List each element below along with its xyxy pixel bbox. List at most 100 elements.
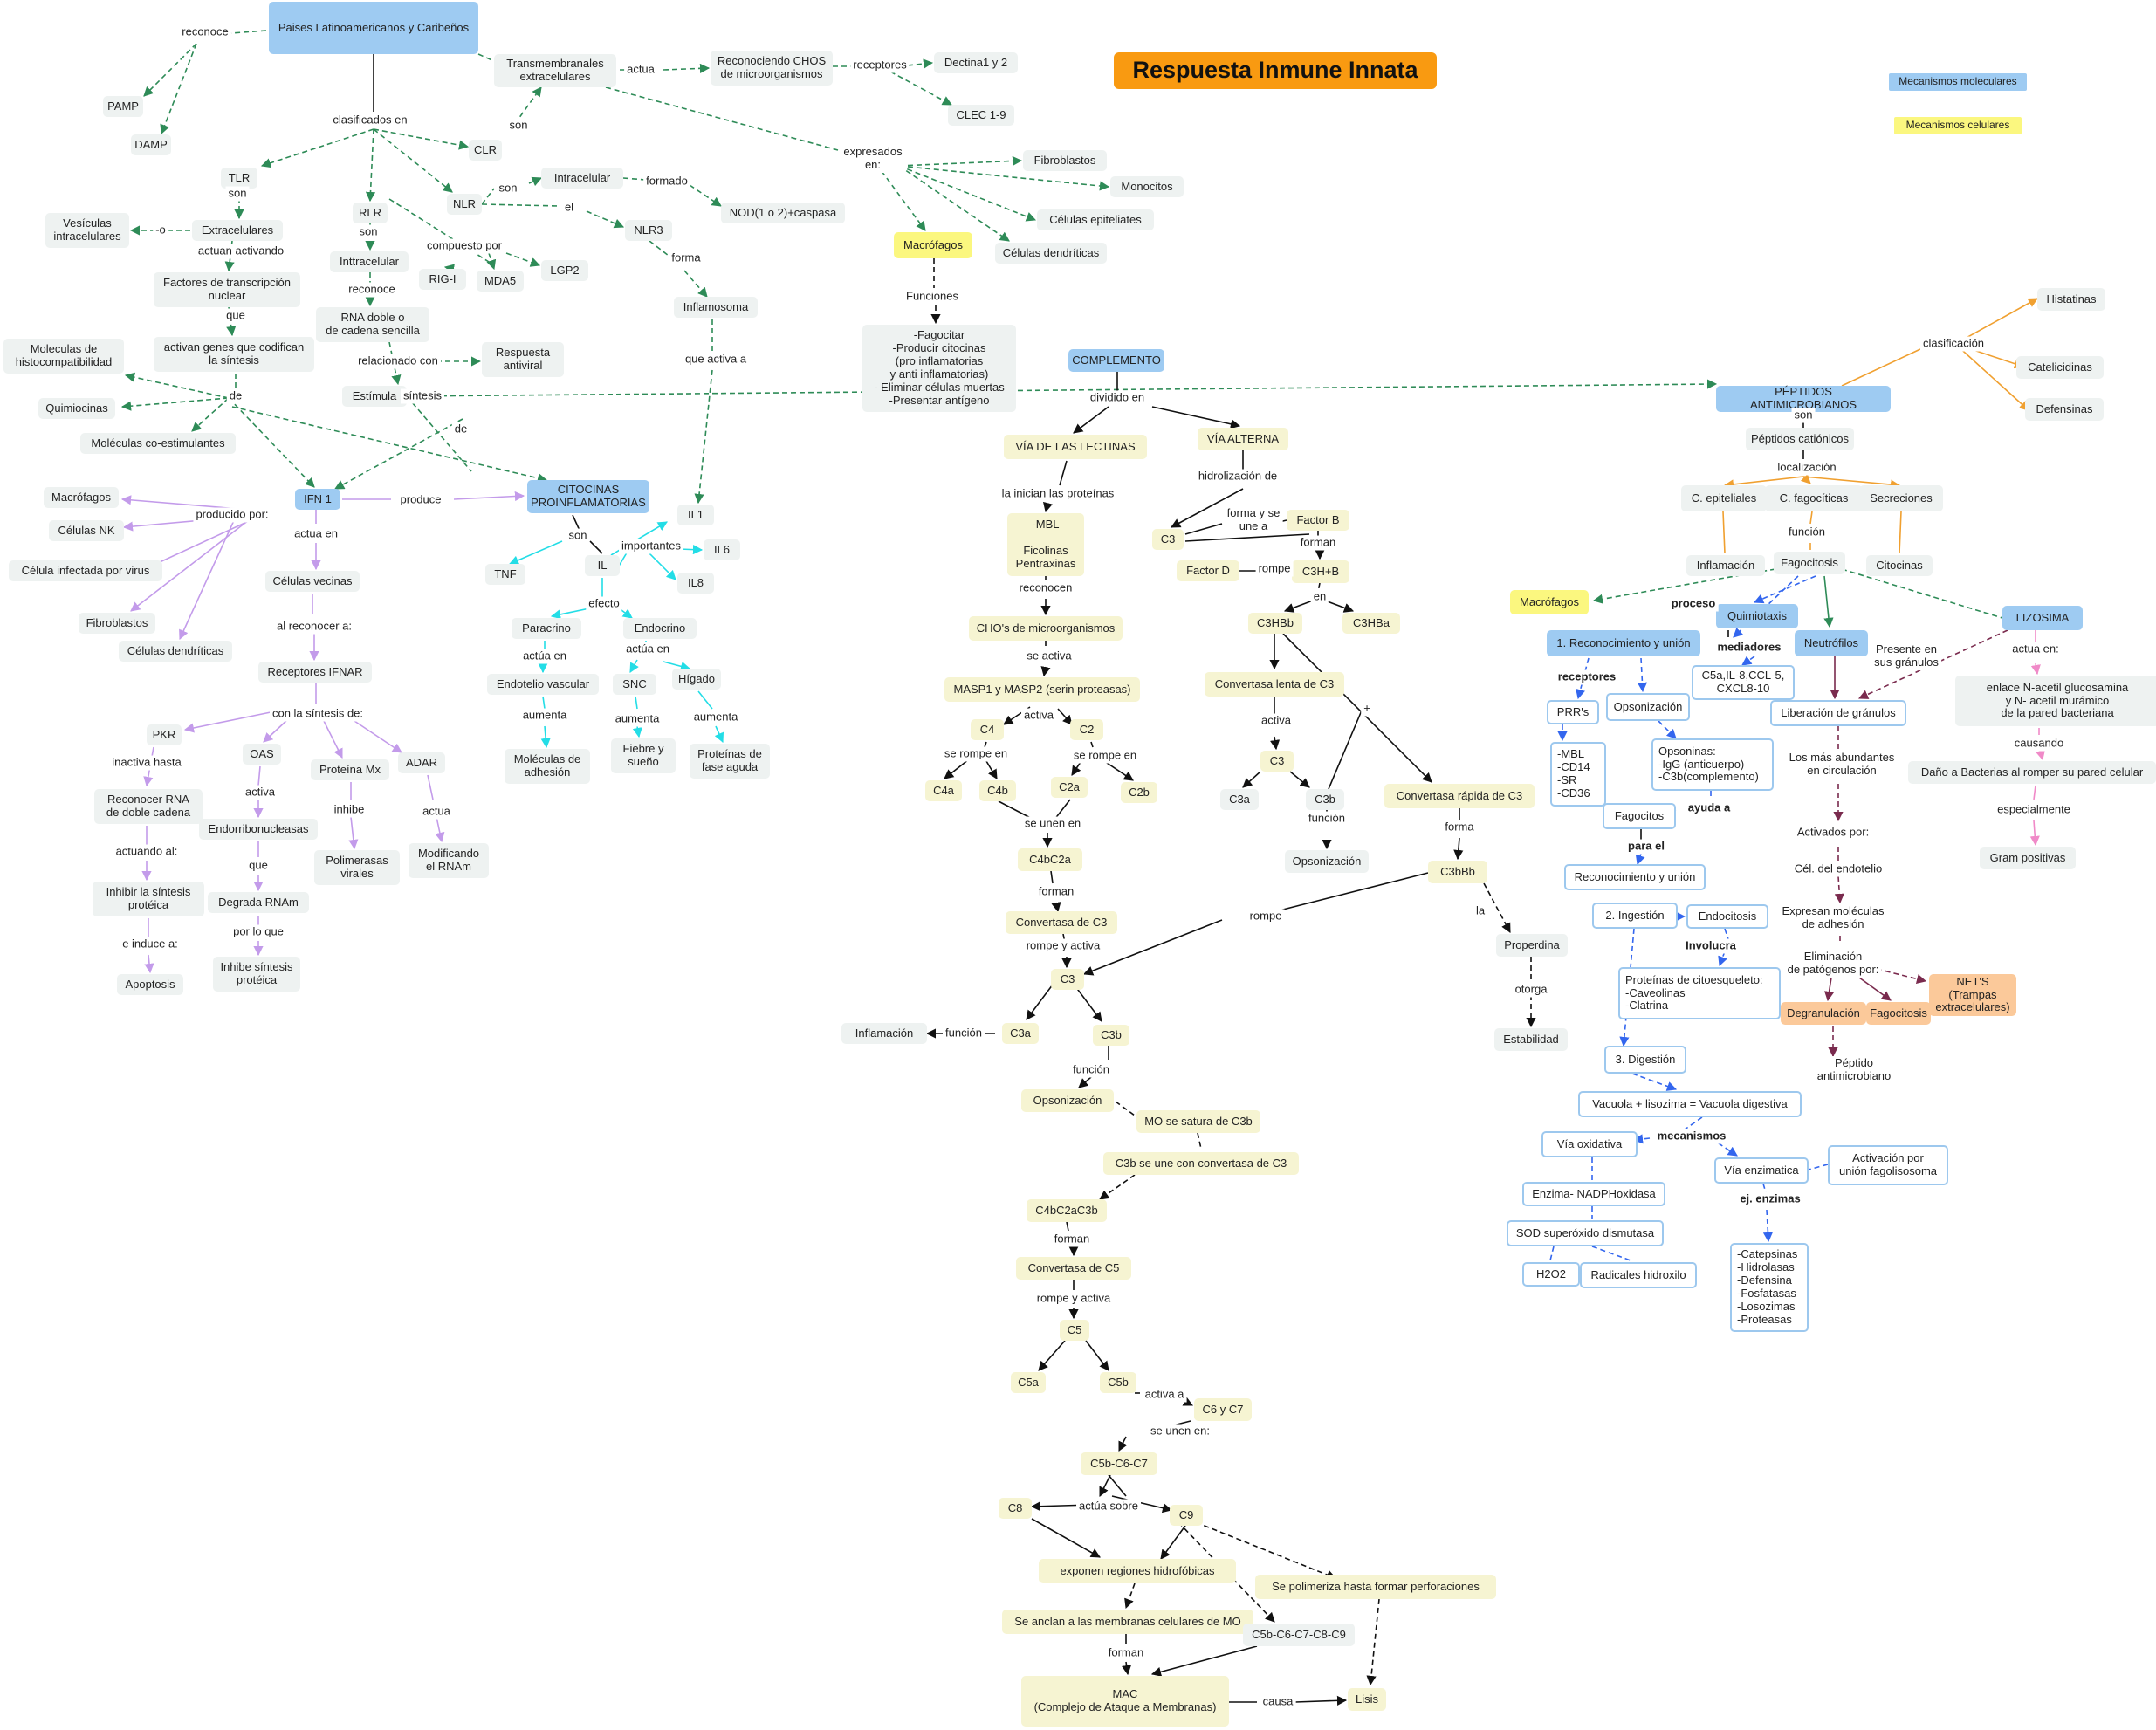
concept-node-73: CHO's de microorganismos [969, 616, 1123, 641]
concept-node-157: Liberación de gránulos [1770, 700, 1906, 726]
link-label-62: forman [1105, 1645, 1147, 1661]
connector-175 [1283, 600, 1314, 613]
concept-node-37: Macrófagos [44, 487, 119, 508]
concept-node-10: Extracelulares [192, 220, 283, 241]
connector-244 [1858, 977, 1892, 1001]
connector-101 [629, 659, 639, 673]
concept-node-34: Macrófagos [894, 232, 972, 258]
connector-14 [373, 128, 453, 193]
connector-1 [230, 30, 267, 34]
link-label-81: receptores [1555, 669, 1619, 685]
concept-node-86: C3b [1093, 1025, 1129, 1046]
link-label-56: función [1070, 1062, 1112, 1078]
link-label-19: el [561, 200, 577, 216]
connector-68 [263, 718, 289, 743]
connector-4 [477, 53, 495, 62]
connector-164 [1294, 1695, 1348, 1706]
connector-84 [427, 774, 434, 800]
link-label-48: se activa [1024, 649, 1075, 664]
link-label-86: mecanismos [1654, 1129, 1729, 1144]
link-label-66: forman [1297, 535, 1339, 551]
concept-node-142: Fagocitos [1603, 803, 1676, 829]
connector-181 [1242, 771, 1261, 788]
connector-85 [435, 816, 445, 843]
link-label-39: efecto [586, 596, 622, 612]
concept-node-158: Degranulación [1781, 1002, 1866, 1025]
link-label-6: son [225, 186, 250, 202]
connector-40 [683, 270, 708, 298]
link-label-34: por lo que [230, 924, 286, 940]
connector-69 [322, 718, 343, 759]
concept-node-140: C5a,IL-8,CCL-5, CXCL8-10 [1692, 665, 1795, 700]
connector-183 [1328, 710, 1363, 790]
concept-node-127: C. fagocíticas [1765, 485, 1863, 511]
link-label-1: reconoce [179, 24, 231, 40]
concept-node-148: Vacuola + lisozima = Vacuola digestiva [1578, 1091, 1802, 1117]
connector-145 [1085, 1340, 1109, 1371]
concept-node-49: Endorribonucleasas [199, 819, 318, 840]
link-label-87: ej. enzimas [1737, 1191, 1803, 1207]
connector-131 [1026, 984, 1054, 1020]
link-label-37: son [566, 528, 590, 544]
concept-node-152: Enzima- NADPHoxidasa [1522, 1182, 1665, 1206]
concept-node-84: C3a [1002, 1023, 1039, 1044]
link-label-78: localización [1775, 460, 1839, 476]
concept-node-12: Factores de transcripción nuclear [154, 272, 300, 307]
link-label-2: actua [624, 62, 657, 78]
connector-35 [622, 177, 647, 181]
connector-98 [542, 696, 546, 710]
concept-node-138: -MBL -CD14 -SR -CD36 [1550, 742, 1606, 807]
concept-node-143: Reconocimiento y unión [1564, 864, 1706, 890]
concept-node-77: C4a [925, 780, 962, 801]
connector-47 [898, 165, 1010, 242]
concept-node-144: 2. Ingestión [1592, 903, 1678, 929]
connector-87 [508, 540, 563, 566]
concept-node-17: RLR [353, 203, 388, 223]
connector-224 [1619, 928, 1635, 1047]
link-label-54: rompe y activa [1023, 938, 1103, 954]
concept-node-108: Factor D [1177, 560, 1239, 581]
link-label-51: se rompe en [1070, 748, 1140, 764]
link-label-27: al reconocer a: [274, 619, 354, 635]
connector-189 [1082, 919, 1223, 976]
connector-136 [1078, 1076, 1092, 1088]
connector-188 [1268, 872, 1429, 914]
concept-node-41: Células dendríticas [119, 641, 232, 662]
connector-129 [1062, 933, 1066, 944]
concept-node-80: C2b [1121, 782, 1157, 803]
link-label-96: causando [2011, 736, 2067, 752]
concept-node-163: Gram positivas [1980, 847, 2076, 869]
concept-node-28: MDA5 [477, 271, 524, 292]
link-label-93: Eliminación de patógenos por: [1784, 950, 1882, 978]
concept-node-6: Dectina1 y 2 [934, 52, 1018, 73]
connector-139 [1099, 1174, 1136, 1200]
concept-node-48: OAS [243, 744, 281, 765]
link-label-17: son [496, 181, 520, 196]
concept-node-24: NOD(1 o 2)+caspasa [721, 203, 845, 223]
connector-157 [1178, 1521, 1275, 1623]
concept-node-64: Moléculas de adhesión [505, 749, 590, 784]
connector-154 [1031, 1518, 1101, 1558]
concept-node-78: C4b [979, 780, 1016, 801]
connector-110 [1059, 460, 1068, 486]
concept-node-100: Se polimeriza hasta formar perforaciones [1255, 1575, 1496, 1599]
link-label-47: reconocen [1016, 580, 1075, 596]
concept-node-9: TLR [221, 168, 257, 189]
connector-243 [1823, 977, 1835, 1002]
connector-132 [1075, 985, 1102, 1022]
concept-node-20: Respuesta antiviral [482, 342, 564, 377]
connector-104 [632, 725, 642, 738]
link-label-43: aumenta [612, 711, 663, 727]
connector-13 [373, 128, 470, 150]
connector-115 [1040, 666, 1051, 677]
concept-node-153: SOD superóxido dismutasa [1507, 1220, 1664, 1246]
connector-24 [228, 397, 315, 488]
connector-158 [1124, 1582, 1136, 1610]
link-label-76: clasificación [1919, 336, 1988, 352]
concept-node-51: Inhibe síntesis protéica [213, 957, 300, 992]
concept-node-89: C3b se une con convertasa de C3 [1103, 1152, 1299, 1175]
connector-251 [2033, 785, 2036, 800]
link-label-58: rompe y activa [1033, 1291, 1114, 1307]
connector-76 [257, 765, 261, 786]
connector-52 [406, 395, 472, 472]
